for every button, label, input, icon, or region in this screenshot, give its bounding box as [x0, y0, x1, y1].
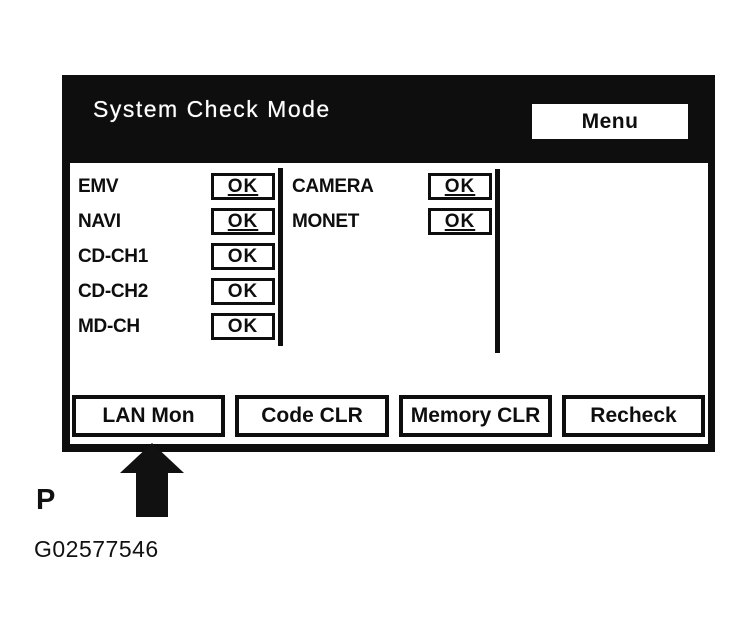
code-clr-button[interactable]: Code CLR — [235, 395, 389, 437]
callout-up-arrow-stem — [136, 471, 168, 517]
memory-clr-button[interactable]: Memory CLR — [399, 395, 552, 437]
status-ok-md-ch[interactable]: OK — [211, 313, 275, 340]
lan-mon-button[interactable]: LAN Mon — [72, 395, 225, 437]
status-ok-cd-ch2[interactable]: OK — [211, 278, 275, 305]
status-label-cd-ch2: CD-CH2 — [78, 281, 148, 302]
callout-up-arrow-icon — [120, 443, 184, 473]
screen-body: EMV OK NAVI OK CD-CH1 OK CD-CH2 OK MD-CH… — [70, 163, 708, 444]
recheck-button[interactable]: Recheck — [562, 395, 705, 437]
status-ok-camera[interactable]: OK — [428, 173, 492, 200]
menu-button[interactable]: Menu — [532, 104, 688, 139]
column-divider-right — [495, 169, 500, 353]
status-ok-navi[interactable]: OK — [211, 208, 275, 235]
status-label-camera: CAMERA — [292, 176, 374, 197]
panel-label: P — [36, 484, 56, 516]
status-label-md-ch: MD-CH — [78, 316, 140, 337]
figure-id: G02577546 — [34, 536, 159, 562]
status-label-monet: MONET — [292, 211, 360, 232]
status-label-navi: NAVI — [78, 211, 121, 232]
screen-header: System Check Mode Menu — [62, 75, 715, 163]
status-ok-cd-ch1[interactable]: OK — [211, 243, 275, 270]
system-check-screen: System Check Mode Menu EMV OK NAVI OK CD… — [62, 75, 715, 452]
status-label-emv: EMV — [78, 176, 119, 197]
status-ok-monet[interactable]: OK — [428, 208, 492, 235]
column-divider-left — [278, 168, 283, 346]
screen-title: System Check Mode — [93, 96, 331, 122]
status-label-cd-ch1: CD-CH1 — [78, 246, 148, 267]
status-ok-emv[interactable]: OK — [211, 173, 275, 200]
